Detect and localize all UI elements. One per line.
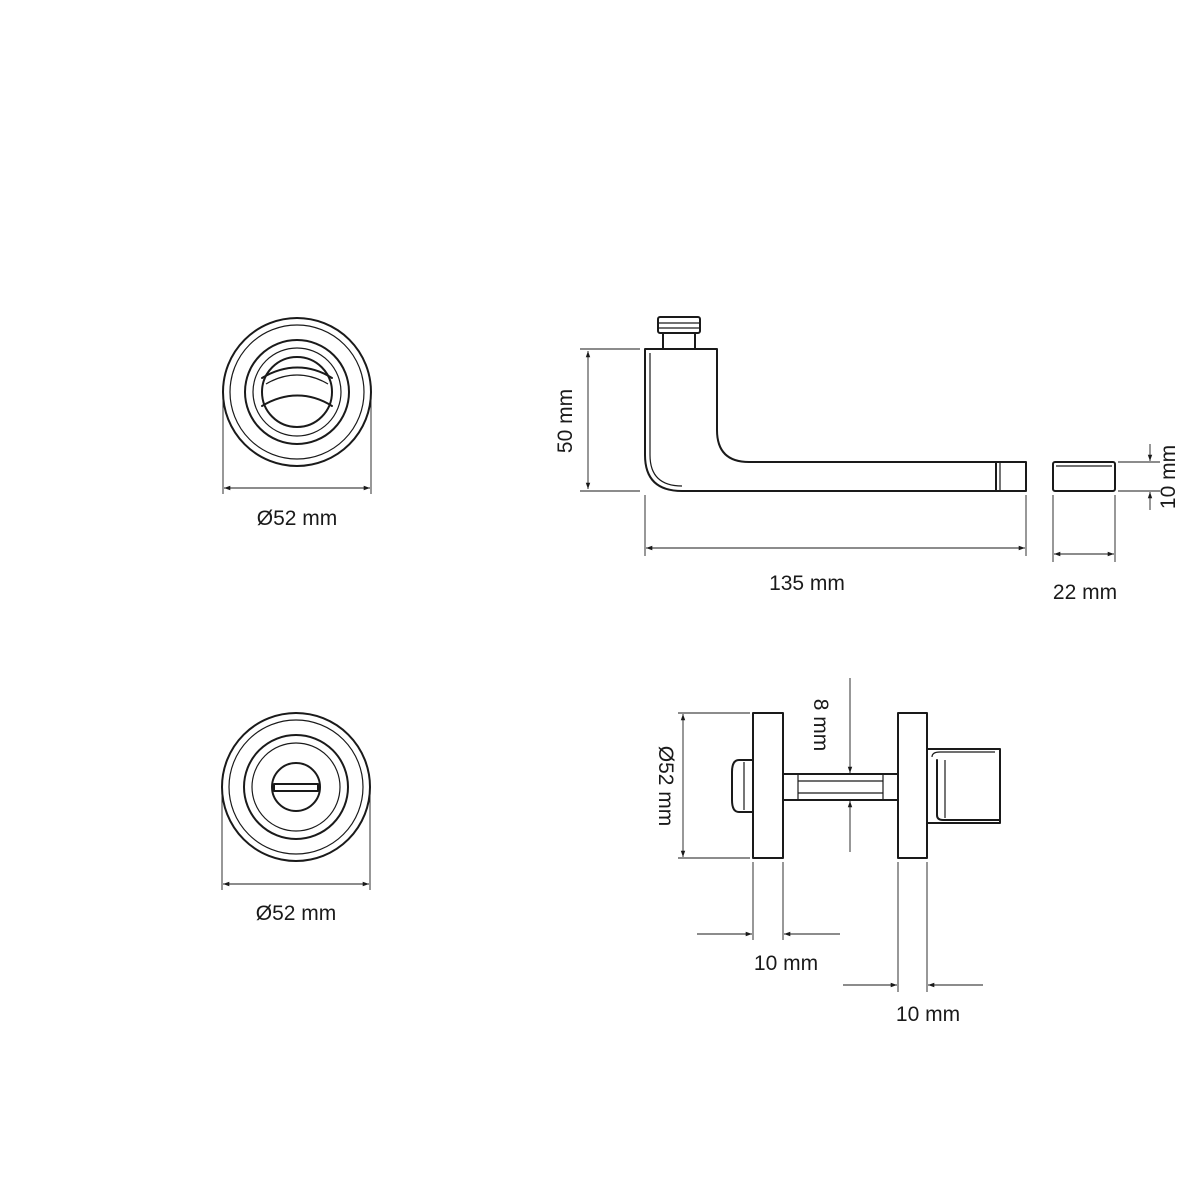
rose-front-view-bottom — [221, 712, 371, 862]
dimension-lever-height: 50 mm — [554, 348, 640, 492]
right-rose-thickness-label: 10 mm — [896, 1003, 960, 1026]
dimension-rose-top-diameter: Ø52 mm — [222, 392, 372, 530]
dimension-right-rose-thickness: 10 mm — [843, 862, 983, 1026]
lever-length-label: 135 mm — [769, 572, 845, 595]
dimension-lever-end-width: 22 mm — [1052, 495, 1117, 604]
spindle-size-label: 8 mm — [809, 699, 832, 752]
dimension-lock-diameter: Ø52 mm — [654, 712, 750, 859]
dimension-lever-end-thickness: 10 mm — [1118, 444, 1180, 510]
lever-end-thickness-label: 10 mm — [1157, 445, 1180, 509]
left-rose-thickness-label: 10 mm — [754, 952, 818, 975]
rose-bottom-diameter-label: Ø52 mm — [256, 902, 337, 925]
wc-lock-side-view — [731, 712, 1001, 859]
lock-diameter-label: Ø52 mm — [654, 746, 677, 827]
lever-end-width-label: 22 mm — [1053, 581, 1117, 604]
dimension-left-rose-thickness: 10 mm — [697, 862, 840, 975]
lever-side-view — [644, 316, 1027, 492]
lever-height-label: 50 mm — [554, 389, 577, 453]
rose-top-diameter-label: Ø52 mm — [257, 507, 338, 530]
dimension-lever-length: 135 mm — [644, 495, 1027, 595]
lever-end-section — [1052, 461, 1116, 492]
rose-front-view-top — [222, 317, 372, 467]
dimension-rose-bottom-diameter: Ø52 mm — [221, 787, 371, 925]
dimension-spindle-size: 8 mm — [809, 678, 853, 852]
